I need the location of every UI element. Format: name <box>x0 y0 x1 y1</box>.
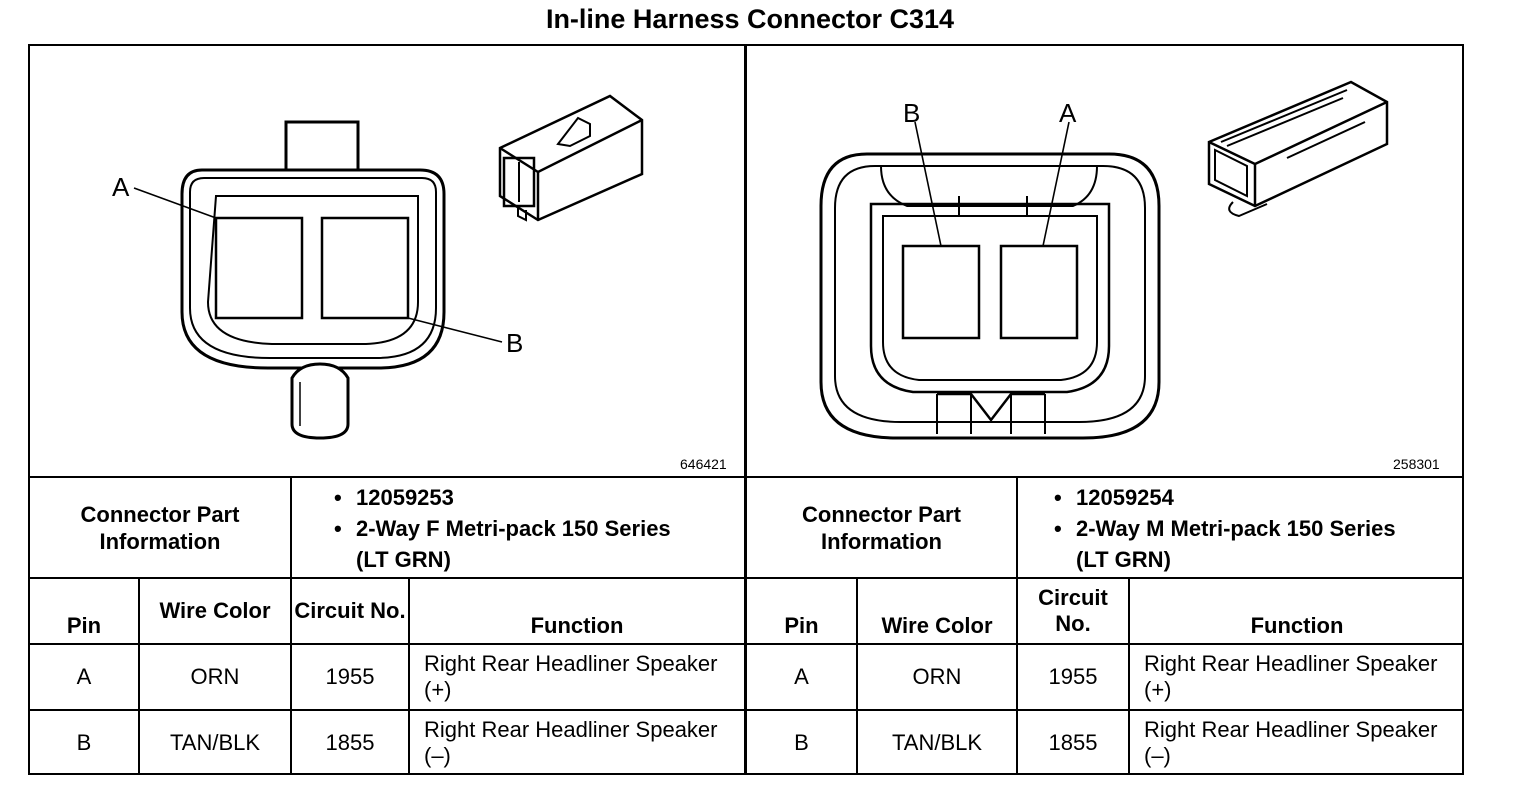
left-header-function: Function <box>530 613 624 638</box>
right-row-b-wire: TAN/BLK <box>891 730 983 755</box>
right-header-pin: Pin <box>784 613 819 638</box>
left-col-divider-2 <box>290 577 292 775</box>
left-part-info-list: •12059253 •2-Way F Metri-pack 150 Series… <box>334 482 739 575</box>
right-row-a-circuit: 1955 <box>1048 664 1098 689</box>
left-row-a-function: Right Rear Headliner Speaker (+) <box>424 651 718 702</box>
left-row-a-wire: ORN <box>190 664 240 689</box>
left-part-color: (LT GRN) <box>356 547 451 572</box>
right-connector-figure: B A 258301 <box>747 46 1464 476</box>
left-pin-label-b: B <box>506 328 524 358</box>
left-info-divider <box>290 476 292 577</box>
right-part-desc: 2-Way M Metri-pack 150 Series <box>1076 516 1396 541</box>
right-figure-id: 258301 <box>1393 456 1440 472</box>
left-col-divider-3 <box>408 577 410 775</box>
figure-table-divider <box>28 476 1464 478</box>
right-row-b-circuit: 1855 <box>1048 730 1098 755</box>
right-row-a-pin: A <box>794 664 809 689</box>
left-row-b-wire: TAN/BLK <box>169 730 261 755</box>
header-divider <box>28 643 1464 645</box>
left-figure-id: 646421 <box>680 456 727 472</box>
left-connector-figure: A B 646421 <box>30 46 744 476</box>
female-connector-face-drawing <box>133 94 644 440</box>
right-header-circuit: Circuit No. <box>1038 585 1108 636</box>
left-part-desc: 2-Way F Metri-pack 150 Series <box>356 516 671 541</box>
right-col-divider-1 <box>856 577 858 775</box>
right-pin-label-a: A <box>1059 98 1077 128</box>
right-part-desc-item: •2-Way M Metri-pack 150 Series(LT GRN) <box>1054 516 1396 572</box>
left-row-a-pin: A <box>76 664 92 689</box>
left-part-number-item: •12059253 <box>334 482 739 513</box>
center-divider <box>744 44 747 775</box>
right-row-a-function: Right Rear Headliner Speaker (+) <box>1144 651 1438 702</box>
left-row-b-pin: B <box>76 730 92 755</box>
left-part-number: 12059253 <box>356 485 454 510</box>
male-connector-face-drawing <box>819 80 1389 440</box>
left-header-circuit: Circuit No. <box>294 598 406 623</box>
right-part-number: 12059254 <box>1076 485 1174 510</box>
right-part-color: (LT GRN) <box>1076 547 1171 572</box>
left-row-b-circuit: 1855 <box>325 730 375 755</box>
left-part-info-label: Connector Part Information <box>80 501 240 554</box>
right-part-info-list: •12059254 •2-Way M Metri-pack 150 Series… <box>1054 482 1460 575</box>
right-col-divider-3 <box>1128 577 1130 775</box>
part-info-divider <box>28 577 1464 579</box>
row-divider <box>28 709 1464 711</box>
left-row-b-function: Right Rear Headliner Speaker (–) <box>424 717 718 768</box>
right-part-number-item: •12059254 <box>1054 482 1460 513</box>
right-header-wire-color: Wire Color <box>881 613 993 638</box>
left-header-wire-color: Wire Color <box>159 598 271 623</box>
page-title: In-line Harness Connector C314 <box>545 4 955 34</box>
left-row-a-circuit: 1955 <box>325 664 375 689</box>
right-info-divider <box>1016 476 1018 577</box>
right-part-info-label: Connector Part Information <box>802 501 961 554</box>
left-col-divider-1 <box>138 577 140 775</box>
right-header-function: Function <box>1250 613 1344 638</box>
left-header-pin: Pin <box>66 613 102 638</box>
left-pin-label-a: A <box>112 172 130 202</box>
right-row-b-pin: B <box>794 730 809 755</box>
right-pin-label-b: B <box>903 98 921 128</box>
right-col-divider-2 <box>1016 577 1018 775</box>
right-row-a-wire: ORN <box>912 664 962 689</box>
right-row-b-function: Right Rear Headliner Speaker (–) <box>1144 717 1438 768</box>
left-part-desc-item: •2-Way F Metri-pack 150 Series(LT GRN) <box>334 516 671 572</box>
